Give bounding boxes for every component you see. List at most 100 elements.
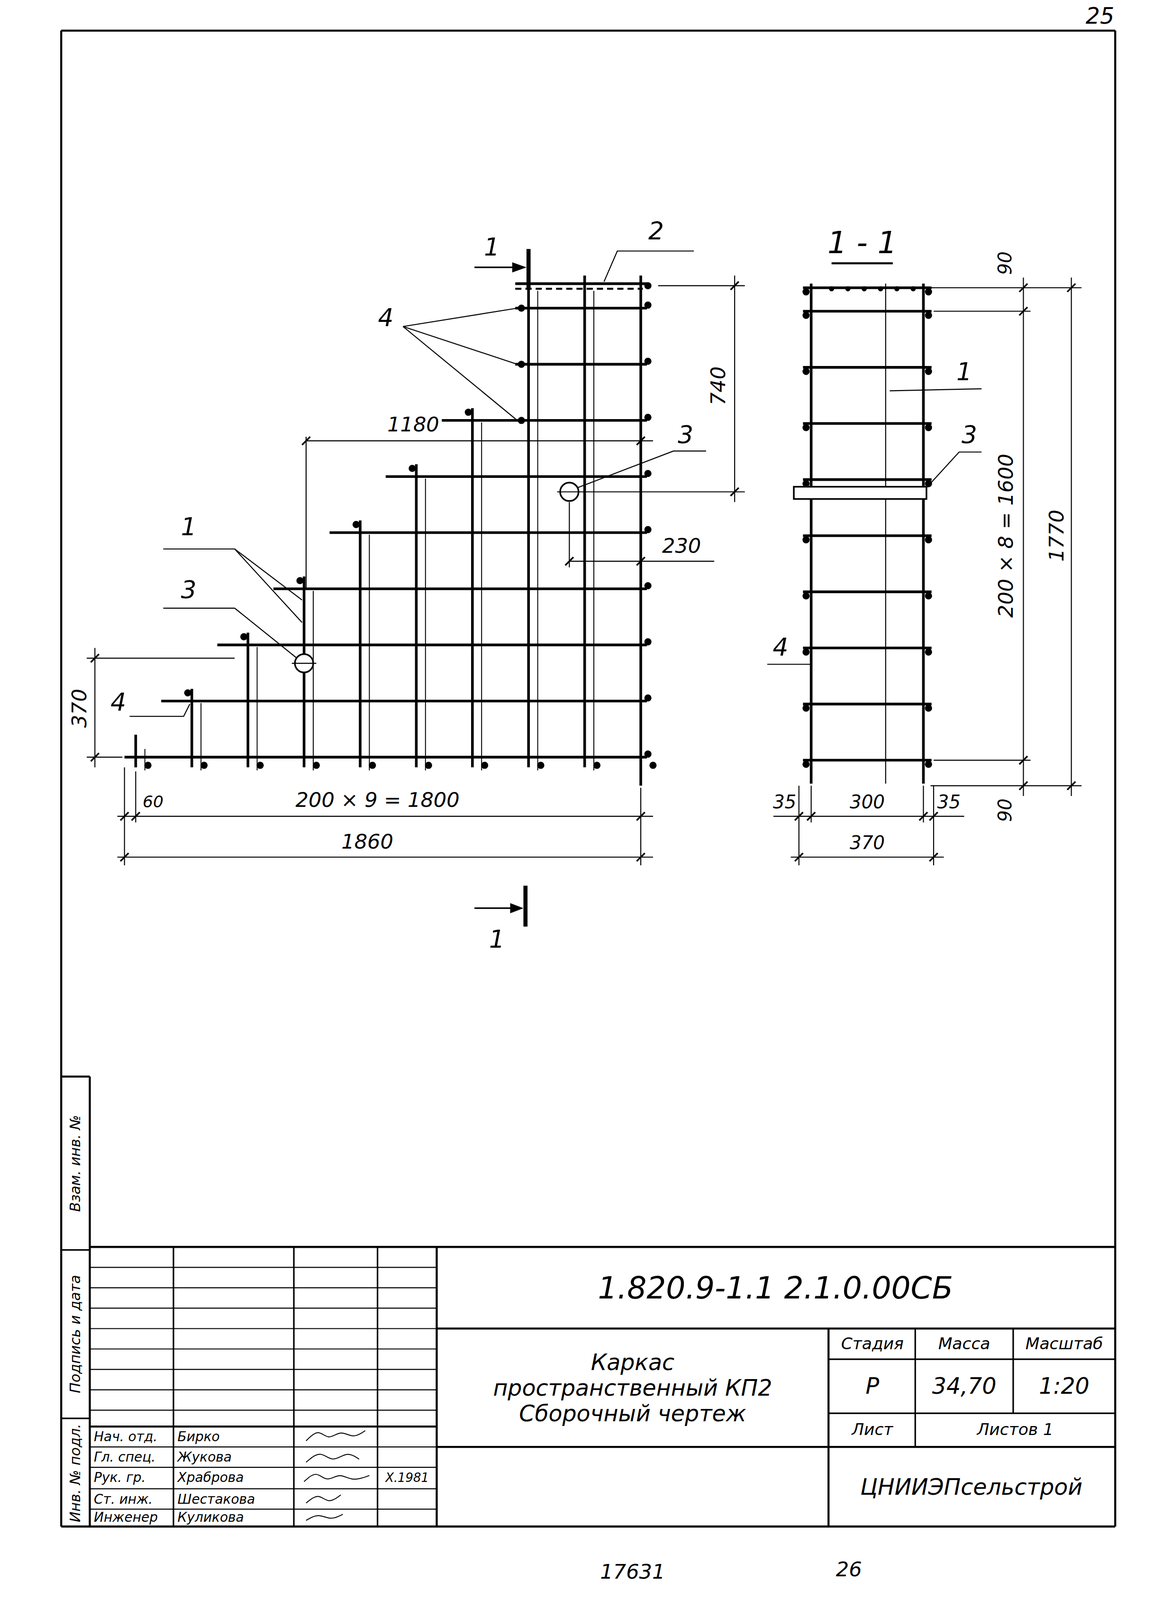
- rebar: [922, 283, 926, 784]
- plate-mark: [557, 482, 582, 501]
- title-block-line: [89, 1245, 1116, 1248]
- title-block-line: [828, 1357, 1116, 1360]
- section-title-underline: [831, 262, 893, 264]
- plate-axis: [291, 662, 317, 664]
- leader-line: [926, 452, 982, 488]
- rod-section: [802, 648, 810, 656]
- title-block-line: [89, 1508, 437, 1509]
- callout-number: 2: [648, 217, 664, 245]
- rod-section: [910, 286, 917, 292]
- rod-section: [878, 286, 884, 292]
- dimension-text: 35: [937, 791, 961, 813]
- rebar: [802, 421, 932, 425]
- dimension-line: [734, 275, 736, 502]
- archive-number: 17631: [599, 1560, 665, 1583]
- rebar: [802, 534, 932, 537]
- leader-line: [604, 250, 694, 282]
- title-block-role: Инженер: [93, 1509, 158, 1525]
- rod-section: [802, 536, 810, 544]
- rod-section: [464, 408, 473, 416]
- title-block-name: Бирко: [177, 1429, 220, 1445]
- rebar-thin: [312, 590, 314, 771]
- page-number-line: [1061, 29, 1116, 31]
- extension-line: [86, 756, 123, 758]
- rod-section: [481, 761, 489, 769]
- rod-section: [408, 464, 416, 472]
- title-block-line: [89, 1286, 437, 1288]
- rod-section: [644, 581, 652, 590]
- title-block-line: [828, 1445, 1116, 1448]
- rod-section: [537, 761, 545, 769]
- dimension-tick: [636, 556, 645, 565]
- extension-line: [933, 785, 935, 865]
- title-block-role: Нач. отд.: [93, 1429, 158, 1445]
- rod-section: [802, 423, 810, 431]
- dimension-text: 200 × 8 = 1600: [994, 453, 1018, 618]
- title-block-line: [1012, 1327, 1014, 1413]
- rod-section: [894, 286, 900, 292]
- title-block-line: [436, 1445, 829, 1448]
- page-number: 25: [1085, 3, 1115, 29]
- rebar-thin: [425, 478, 427, 771]
- dimension-text: 370: [68, 688, 91, 728]
- rod-section: [925, 311, 933, 319]
- rebar: [527, 275, 530, 767]
- rod-section: [425, 761, 433, 769]
- title-block-date: X.1981: [385, 1470, 429, 1484]
- rod-section: [649, 761, 657, 769]
- dimension-text: 1180: [387, 413, 440, 436]
- dimension-text: 35: [772, 791, 797, 813]
- callout-number: 4: [772, 633, 789, 661]
- callout-number: 4: [110, 688, 127, 716]
- extension-line: [933, 310, 1031, 312]
- rebar: [515, 363, 647, 366]
- title-block-line: [89, 1466, 437, 1468]
- rebar-thin: [481, 422, 482, 771]
- section-arrow: [509, 902, 524, 914]
- title-block-value: 34,70: [932, 1373, 997, 1399]
- dimension-line: [1022, 277, 1024, 796]
- dimension-line: [94, 647, 96, 768]
- rebar: [802, 365, 932, 369]
- rod-section: [644, 413, 652, 421]
- rod-section: [644, 281, 652, 290]
- signature: [306, 1453, 360, 1463]
- stamp-label: Подпись и дата: [67, 1274, 84, 1393]
- title-block-line: [89, 1389, 437, 1391]
- section-mark-text: 1: [489, 925, 505, 953]
- rebar: [639, 275, 643, 786]
- leader-line: [402, 326, 518, 365]
- rebar: [515, 282, 647, 286]
- rebar: [802, 646, 932, 650]
- signature: [304, 1473, 370, 1482]
- rebar: [471, 408, 474, 768]
- rod-section: [644, 526, 652, 534]
- leader-line: [889, 388, 982, 391]
- rod-section: [925, 591, 933, 600]
- dimension-text: 1860: [341, 830, 394, 854]
- extension-line: [135, 771, 137, 823]
- dimension-tick: [636, 436, 645, 445]
- rod-section: [593, 761, 601, 769]
- stamp-label: Инв. № подл.: [67, 1423, 84, 1522]
- rod-section: [644, 750, 652, 758]
- title-block-line: [172, 1246, 174, 1527]
- dimension-text: 740: [707, 366, 730, 406]
- rebar-thin: [200, 702, 202, 771]
- dimension-text: 90: [994, 251, 1016, 275]
- section-arrow: [512, 262, 527, 273]
- extension-line: [640, 787, 642, 866]
- rod-section: [802, 591, 810, 600]
- rebar-thin: [256, 646, 258, 771]
- section-mark: [474, 266, 516, 268]
- title-block-name: Храброва: [177, 1470, 245, 1485]
- sheet-frame: [1114, 30, 1117, 1527]
- dimension-line: [790, 856, 945, 858]
- title-block-name: Жукова: [177, 1449, 232, 1465]
- title-block-header: Стадия: [841, 1334, 904, 1353]
- rebar: [134, 734, 138, 768]
- rebar: [583, 275, 587, 767]
- rod-section: [517, 360, 526, 368]
- extension-line: [305, 436, 307, 590]
